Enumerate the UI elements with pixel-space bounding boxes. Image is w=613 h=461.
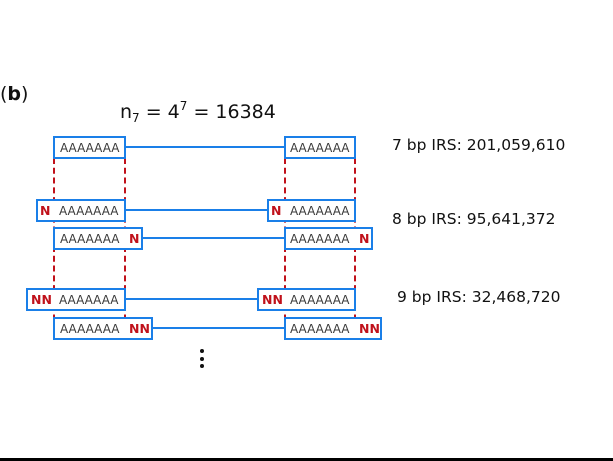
flank-nn: NN bbox=[262, 292, 283, 307]
flank-n: N bbox=[271, 203, 282, 218]
repeat-box: AAAAAAA N bbox=[284, 227, 373, 250]
sequence-text: AAAAAAA bbox=[59, 292, 119, 307]
connector-line bbox=[152, 327, 285, 329]
flank-nn: NN bbox=[359, 321, 380, 336]
connector-line bbox=[142, 237, 285, 239]
repeat-box: AAAAAAA bbox=[53, 136, 126, 159]
sequence-text: AAAAAAA bbox=[290, 203, 350, 218]
irs-count-9bp: 9 bp IRS: 32,468,720 bbox=[397, 288, 561, 306]
repeat-box: N AAAAAAA bbox=[267, 199, 356, 222]
formula-n7: n7 = 47 = 16384 bbox=[120, 99, 276, 125]
irs-count-8bp: 8 bp IRS: 95,641,372 bbox=[392, 210, 556, 228]
sequence-text: AAAAAAA bbox=[60, 231, 120, 246]
sequence-text: AAAAAAA bbox=[290, 140, 350, 155]
repeat-box: NN AAAAAAA bbox=[26, 288, 126, 311]
connector-line bbox=[125, 209, 268, 211]
flank-n: N bbox=[40, 203, 51, 218]
flank-n: N bbox=[129, 231, 140, 246]
sequence-text: AAAAAAA bbox=[290, 231, 350, 246]
sequence-text: AAAAAAA bbox=[290, 321, 350, 336]
repeat-box: AAAAAAA NN bbox=[53, 317, 153, 340]
panel-label: (b) bbox=[0, 83, 29, 105]
connector-line bbox=[125, 298, 259, 300]
repeat-box: N AAAAAAA bbox=[36, 199, 126, 222]
sequence-text: AAAAAAA bbox=[290, 292, 350, 307]
sequence-text: AAAAAAA bbox=[59, 203, 119, 218]
flank-nn: NN bbox=[31, 292, 52, 307]
flank-nn: NN bbox=[129, 321, 150, 336]
sequence-text: AAAAAAA bbox=[60, 321, 120, 336]
bottom-divider bbox=[0, 458, 613, 461]
repeat-box: AAAAAAA NN bbox=[284, 317, 382, 340]
repeat-box: AAAAAAA bbox=[284, 136, 356, 159]
repeat-box: NN AAAAAAA bbox=[257, 288, 356, 311]
vertical-ellipsis-icon bbox=[200, 349, 206, 372]
irs-count-7bp: 7 bp IRS: 201,059,610 bbox=[392, 136, 566, 154]
repeat-box: AAAAAAA N bbox=[53, 227, 143, 250]
flank-n: N bbox=[359, 231, 370, 246]
connector-line bbox=[125, 146, 285, 148]
sequence-text: AAAAAAA bbox=[60, 140, 120, 155]
